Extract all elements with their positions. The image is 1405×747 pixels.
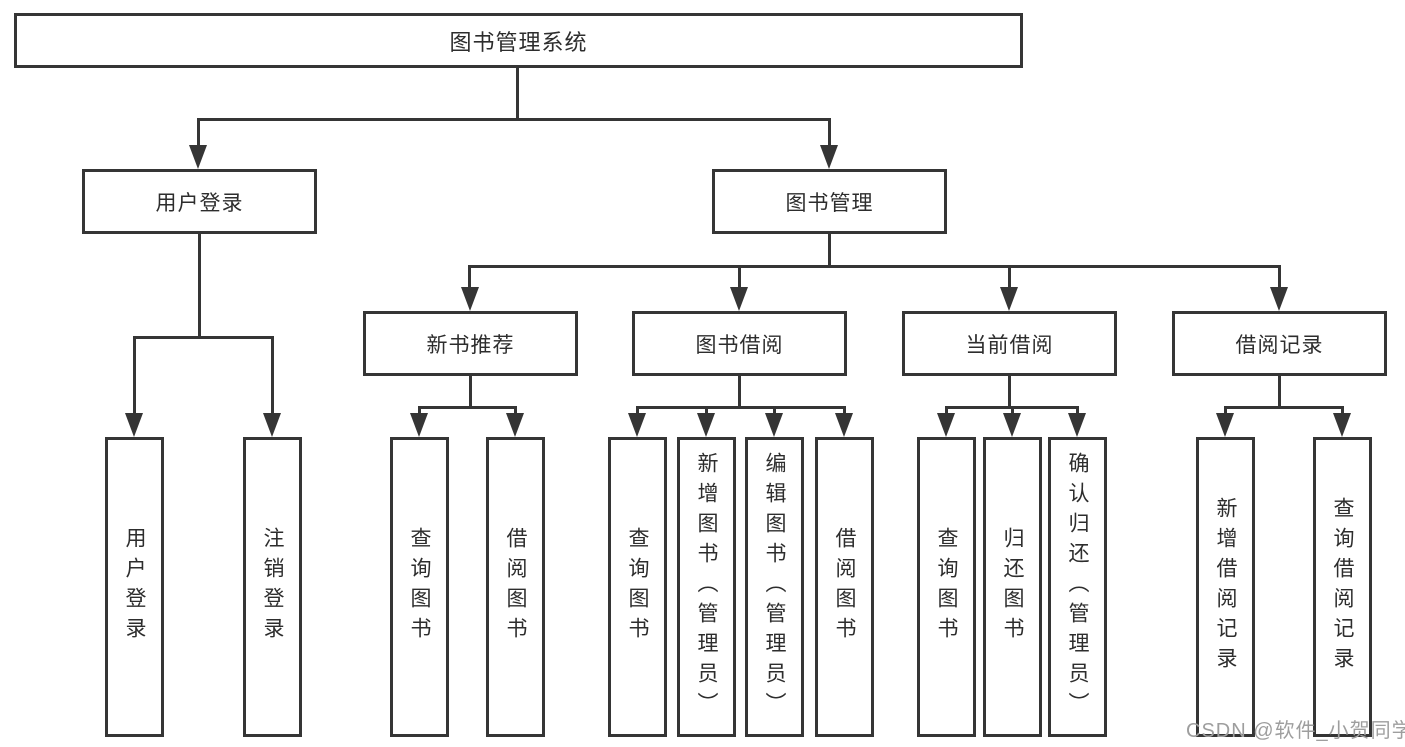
node-user-login-label: 用户登录 bbox=[155, 191, 244, 215]
leaf-user-login: 用户登录 bbox=[105, 437, 164, 737]
connector-line bbox=[197, 118, 831, 121]
leaf-borrow-books-label: 借阅图书 bbox=[833, 527, 856, 647]
leaf-edit-book-admin-label: 编辑图书（管理员） bbox=[763, 452, 786, 722]
leaf-query-books-current: 查询图书 bbox=[917, 437, 976, 737]
node-borrow-records: 借阅记录 bbox=[1172, 311, 1387, 376]
connector-line bbox=[516, 68, 519, 118]
arrow-down-icon bbox=[1003, 413, 1021, 437]
arrow-down-icon bbox=[697, 413, 715, 437]
node-borrow-records-label: 借阅记录 bbox=[1235, 333, 1324, 357]
arrow-down-icon bbox=[189, 145, 207, 169]
arrow-down-icon bbox=[820, 145, 838, 169]
connector-line bbox=[198, 234, 201, 339]
leaf-return-book: 归还图书 bbox=[983, 437, 1042, 737]
arrow-down-icon bbox=[1216, 413, 1234, 437]
connector-line bbox=[773, 409, 776, 416]
leaf-query-books-borrow: 查询图书 bbox=[608, 437, 667, 737]
connector-line bbox=[418, 409, 421, 416]
connector-line bbox=[133, 339, 136, 415]
leaf-borrow-books-recommend-label: 借阅图书 bbox=[504, 527, 527, 647]
leaf-logout: 注销登录 bbox=[243, 437, 302, 737]
leaf-query-borrow-record-label: 查询借阅记录 bbox=[1331, 497, 1354, 677]
connector-line bbox=[271, 339, 274, 415]
connector-line bbox=[636, 409, 639, 416]
leaf-add-book-admin-label: 新增图书（管理员） bbox=[695, 452, 718, 722]
arrow-down-icon bbox=[1068, 413, 1086, 437]
leaf-confirm-return-admin: 确认归还（管理员） bbox=[1048, 437, 1107, 737]
arrow-down-icon bbox=[506, 413, 524, 437]
connector-line bbox=[469, 376, 472, 409]
arrow-down-icon bbox=[1000, 287, 1018, 311]
leaf-query-books-borrow-label: 查询图书 bbox=[626, 527, 649, 647]
connector-line bbox=[636, 406, 846, 409]
node-current-borrow-label: 当前借阅 bbox=[965, 333, 1054, 357]
connector-line bbox=[1224, 409, 1227, 416]
node-new-book-recommend: 新书推荐 bbox=[363, 311, 578, 376]
leaf-query-books-current-label: 查询图书 bbox=[935, 527, 958, 647]
arrow-down-icon bbox=[835, 413, 853, 437]
connector-line bbox=[843, 409, 846, 416]
node-current-borrow: 当前借阅 bbox=[902, 311, 1117, 376]
connector-line bbox=[418, 406, 517, 409]
arrow-down-icon bbox=[263, 413, 281, 437]
leaf-add-borrow-record-label: 新增借阅记录 bbox=[1214, 497, 1237, 677]
connector-line bbox=[1008, 376, 1011, 409]
connector-line bbox=[828, 121, 831, 147]
node-book-borrow-label: 图书借阅 bbox=[695, 333, 784, 357]
csdn-watermark: CSDN @软件_小贺同学 bbox=[1186, 720, 1405, 742]
connector-line bbox=[705, 409, 708, 416]
leaf-return-book-label: 归还图书 bbox=[1001, 527, 1024, 647]
leaf-borrow-books: 借阅图书 bbox=[815, 437, 874, 737]
leaf-borrow-books-recommend: 借阅图书 bbox=[486, 437, 545, 737]
arrow-down-icon bbox=[1333, 413, 1351, 437]
leaf-add-book-admin: 新增图书（管理员） bbox=[677, 437, 736, 737]
connector-line bbox=[133, 336, 274, 339]
connector-line bbox=[1008, 268, 1011, 288]
arrow-down-icon bbox=[125, 413, 143, 437]
node-library-system: 图书管理系统 bbox=[14, 13, 1023, 68]
connector-line bbox=[945, 406, 1079, 409]
leaf-query-borrow-record: 查询借阅记录 bbox=[1313, 437, 1372, 737]
connector-line bbox=[1011, 409, 1014, 416]
connector-line bbox=[514, 409, 517, 416]
arrow-down-icon bbox=[730, 287, 748, 311]
connector-line bbox=[738, 268, 741, 288]
arrow-down-icon bbox=[628, 413, 646, 437]
arrow-down-icon bbox=[461, 287, 479, 311]
arrow-down-icon bbox=[1270, 287, 1288, 311]
connector-line bbox=[1341, 409, 1344, 416]
leaf-confirm-return-admin-label: 确认归还（管理员） bbox=[1066, 452, 1089, 722]
leaf-add-borrow-record: 新增借阅记录 bbox=[1196, 437, 1255, 737]
connector-line bbox=[1278, 268, 1281, 288]
connector-line bbox=[828, 234, 831, 268]
node-new-book-recommend-label: 新书推荐 bbox=[426, 333, 515, 357]
node-user-login: 用户登录 bbox=[82, 169, 317, 234]
connector-line bbox=[468, 265, 1281, 268]
connector-line bbox=[945, 409, 948, 416]
leaf-edit-book-admin: 编辑图书（管理员） bbox=[745, 437, 804, 737]
node-book-management: 图书管理 bbox=[712, 169, 947, 234]
arrow-down-icon bbox=[765, 413, 783, 437]
arrow-down-icon bbox=[937, 413, 955, 437]
connector-line bbox=[738, 376, 741, 409]
leaf-query-books-recommend: 查询图书 bbox=[390, 437, 449, 737]
connector-line bbox=[468, 268, 471, 288]
node-library-system-label: 图书管理系统 bbox=[449, 29, 588, 55]
connector-line bbox=[197, 121, 200, 147]
leaf-logout-label: 注销登录 bbox=[261, 527, 284, 647]
node-book-management-label: 图书管理 bbox=[785, 191, 874, 215]
connector-line bbox=[1224, 406, 1344, 409]
node-book-borrow: 图书借阅 bbox=[632, 311, 847, 376]
leaf-user-login-label: 用户登录 bbox=[123, 527, 146, 647]
connector-line bbox=[1278, 376, 1281, 409]
arrow-down-icon bbox=[410, 413, 428, 437]
connector-line bbox=[1076, 409, 1079, 416]
leaf-query-books-recommend-label: 查询图书 bbox=[408, 527, 431, 647]
